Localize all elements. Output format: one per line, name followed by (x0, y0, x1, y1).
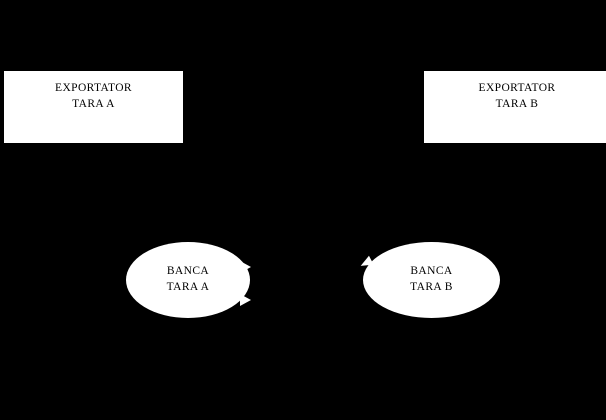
node-banca-tara-a-line1: BANCA (166, 265, 210, 278)
node-exportator-tara-b-line2: TARA B (495, 97, 539, 110)
arrowhead-icon-banca-a-top (240, 261, 251, 273)
node-banca-tara-b-line1: BANCA (410, 265, 453, 278)
node-exportator-tara-a-line2: TARA A (72, 97, 115, 110)
node-banca-tara-b-line2: TARA B (410, 281, 453, 293)
node-banca-tara-a-line2: TARA A (166, 281, 210, 293)
node-exportator-tara-b[interactable]: EXPORTATOR TARA B (424, 71, 606, 143)
node-exportator-tara-a[interactable]: EXPORTATOR TARA A (4, 71, 183, 143)
arrowhead-icon-banca-a-bottom (240, 294, 251, 306)
node-exportator-tara-a-line1: EXPORTATOR (55, 82, 132, 94)
node-banca-tara-a[interactable]: BANCA TARA A (126, 242, 250, 318)
node-banca-tara-b[interactable]: BANCA TARA B (363, 242, 500, 318)
node-exportator-tara-b-line1: EXPORTATOR (478, 82, 556, 94)
